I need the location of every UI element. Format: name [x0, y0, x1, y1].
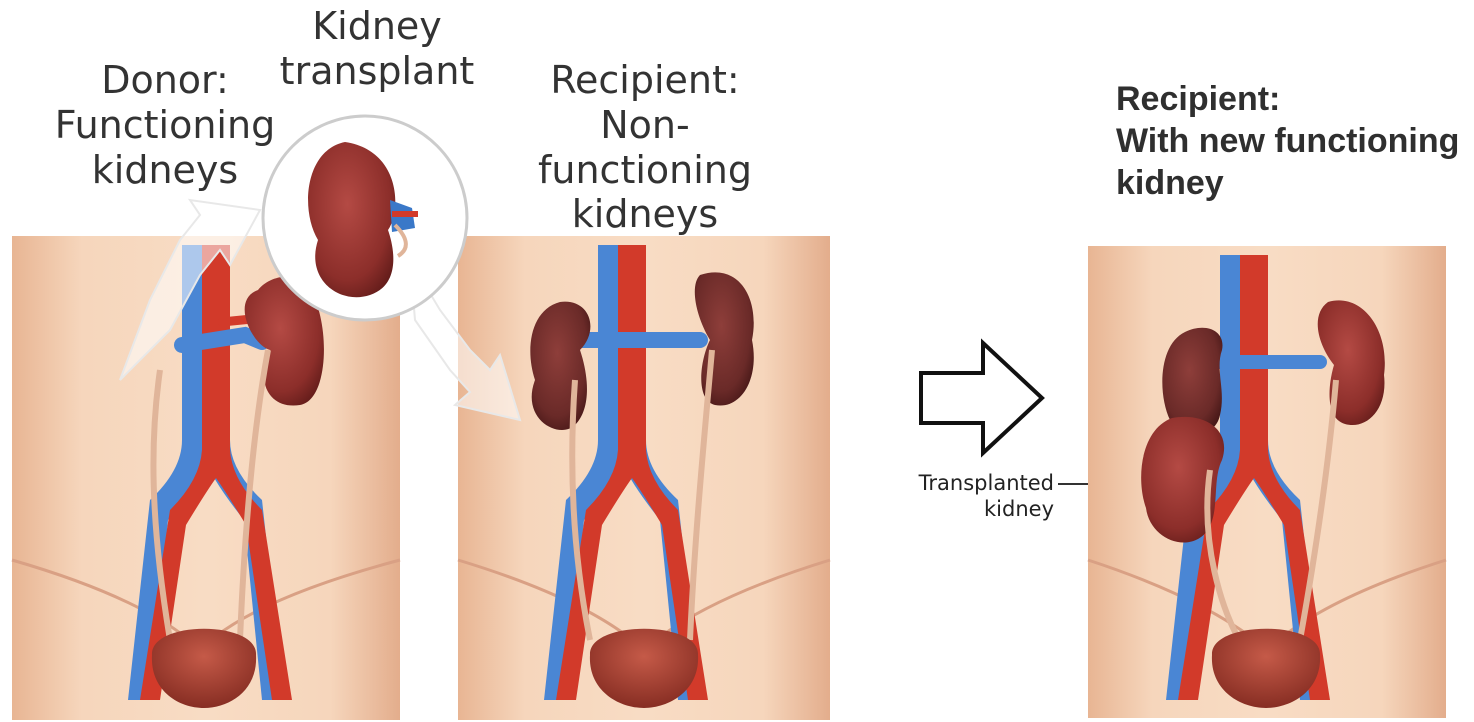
recipient-after-panel — [1088, 246, 1446, 718]
kidney-transplant-label: Kidney transplant — [272, 4, 482, 94]
recipient-before-panel — [410, 236, 830, 720]
transplanted-label-line-2: kidney — [870, 496, 1054, 522]
recipient-after-line-1: Recipient: — [1116, 78, 1474, 120]
donor-label-line-2: Functioning — [50, 103, 280, 148]
recipient-before-label: Recipient: Non-functioning kidneys — [500, 58, 790, 237]
recipient-before-line-3: kidneys — [500, 192, 790, 237]
transplant-label-line-1: Kidney — [272, 4, 482, 49]
transplanted-kidney-label: Transplanted kidney — [870, 470, 1054, 523]
transplanted-label-line-1: Transplanted — [870, 470, 1054, 496]
recipient-before-line-1: Recipient: — [500, 58, 790, 103]
recipient-after-line-2: With new functioning — [1116, 120, 1474, 162]
hollow-arrow-icon — [921, 343, 1042, 453]
recipient-before-line-2: Non-functioning — [500, 103, 790, 193]
donor-label-line-1: Donor: — [50, 58, 280, 103]
donor-label-line-3: kidneys — [50, 148, 280, 193]
donor-label: Donor: Functioning kidneys — [50, 58, 280, 192]
recipient-after-label: Recipient: With new functioning kidney — [1116, 78, 1474, 204]
transplant-label-line-2: transplant — [272, 49, 482, 94]
transplant-kidney-circle — [263, 116, 467, 320]
recipient-after-line-3: kidney — [1116, 162, 1474, 204]
